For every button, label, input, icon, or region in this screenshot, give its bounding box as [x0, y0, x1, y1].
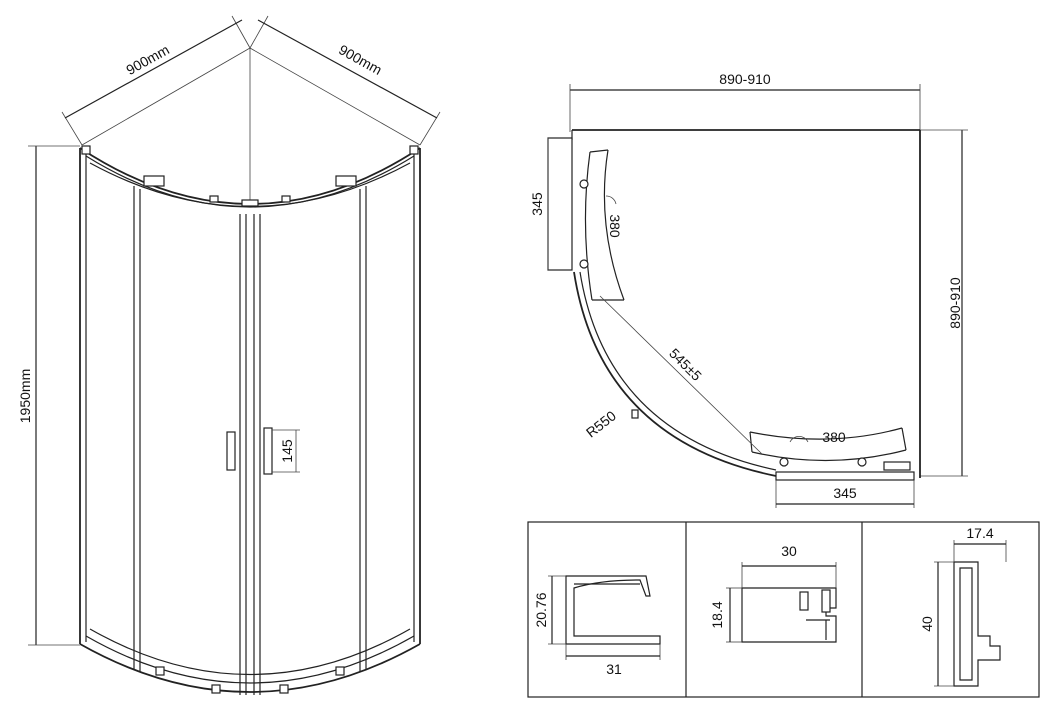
- plan-diagonal-label: 545±5: [666, 345, 705, 384]
- plan-left-panel-label: 345: [529, 192, 545, 216]
- plan-left-door-label: 380: [607, 214, 623, 238]
- plan-right-depth-label: 890-910: [947, 277, 963, 329]
- profile-sections: 20.76 31 30 18.4: [527, 521, 1040, 698]
- enclosure-body: 145: [79, 145, 421, 695]
- right-handle: [263, 427, 273, 475]
- profile-2-width-label: 30: [781, 543, 797, 559]
- top-width-dimensions: 900mm 900mm: [61, 15, 441, 200]
- profile-2-height-label: 18.4: [709, 601, 725, 628]
- plan-bottom-door-label: 380: [822, 429, 846, 445]
- height-dimension: 1950mm: [17, 145, 80, 646]
- profile-3-height-label: 40: [919, 616, 935, 632]
- profile-1: 20.76 31: [533, 575, 661, 677]
- profile-3: 17.4 40: [919, 525, 1007, 687]
- handle-height-label: 145: [279, 439, 295, 463]
- width-right-label: 900mm: [336, 41, 385, 78]
- front-elevation-view: 900mm 900mm 1950mm: [17, 15, 441, 695]
- left-handle: [226, 431, 236, 471]
- plan-bottom-panel-label: 345: [833, 485, 857, 501]
- profile-1-width-label: 31: [606, 661, 622, 677]
- profile-1-height-label: 20.76: [533, 592, 549, 627]
- plan-radius-label: R550: [583, 407, 619, 440]
- profile-2: 30 18.4: [709, 543, 837, 643]
- plan-view: 890-910 890-910 345 380 345: [529, 71, 968, 508]
- profile-3-width-label: 17.4: [966, 525, 993, 541]
- height-label: 1950mm: [17, 369, 33, 423]
- plan-top-width-label: 890-910: [719, 71, 771, 87]
